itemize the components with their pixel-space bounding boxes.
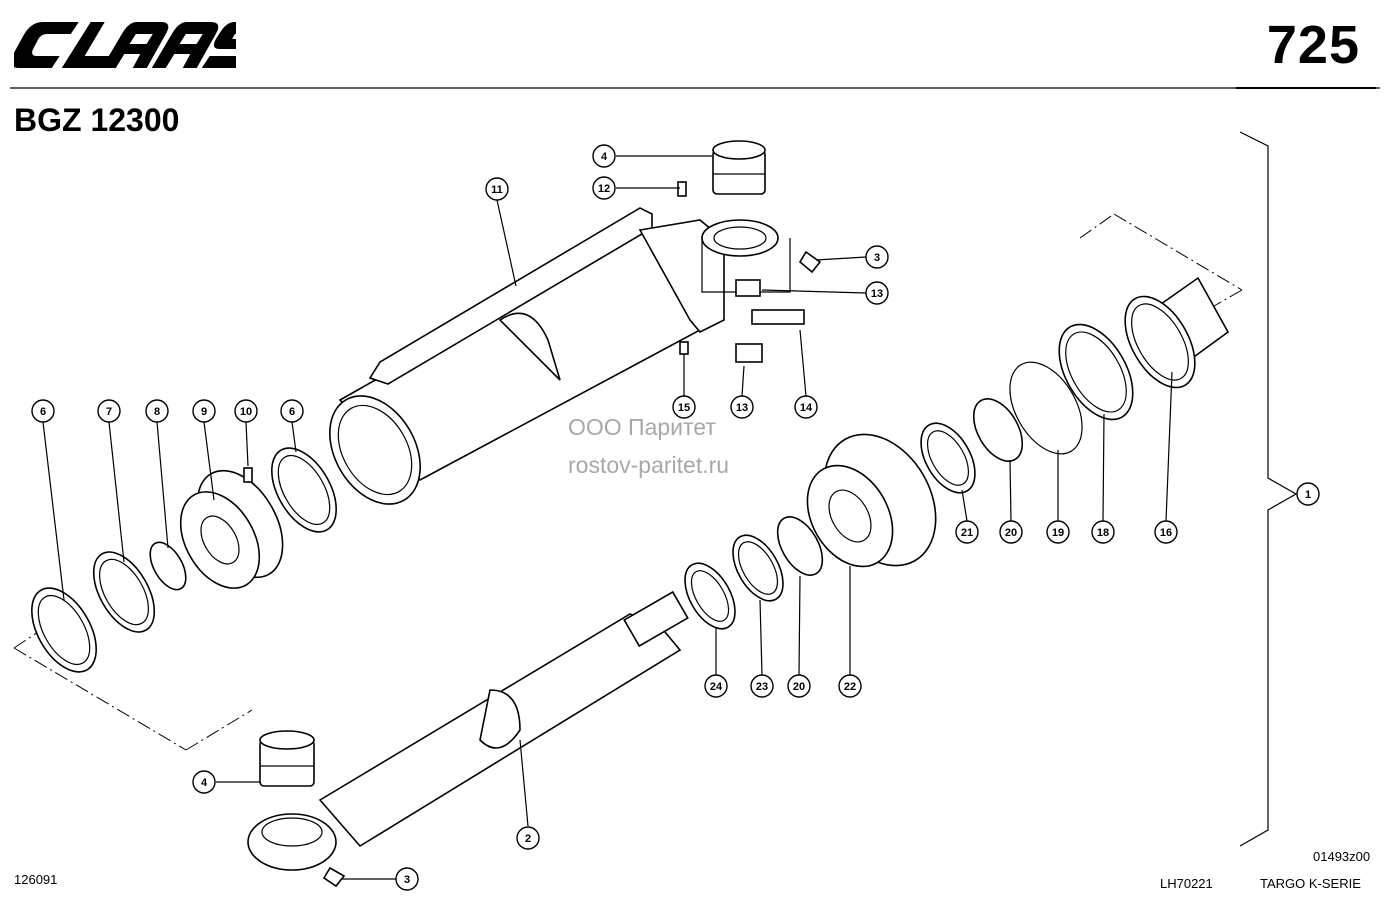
seal-ring-6-left — [31, 587, 97, 673]
callout-22: 22 — [838, 674, 862, 698]
footer-figure-code: 01493z00 — [1313, 849, 1371, 864]
svg-text:3: 3 — [404, 874, 410, 886]
guide-line-left — [13, 631, 253, 751]
callout-3-bottom: 3 — [395, 867, 419, 891]
guide-line-right — [1079, 213, 1243, 307]
ring-21 — [920, 422, 976, 494]
svg-text:13: 13 — [871, 288, 883, 300]
callout-8: 8 — [145, 399, 169, 423]
svg-text:6: 6 — [289, 406, 295, 418]
callout-3-top: 3 — [865, 245, 889, 269]
svg-text:2: 2 — [525, 833, 531, 845]
page-number: 725 — [1266, 15, 1360, 75]
leader-lines — [42, 155, 1173, 880]
grease-fitting — [677, 181, 687, 197]
o-ring-8 — [149, 541, 187, 591]
watermark-website: rostov-paritet.ru — [568, 452, 730, 478]
ring-20-lower — [776, 516, 824, 576]
piston-rod — [247, 590, 689, 871]
callout-23: 23 — [750, 674, 774, 698]
svg-text:6: 6 — [40, 406, 46, 418]
callout-10: 10 — [234, 399, 258, 423]
svg-text:20: 20 — [793, 681, 805, 693]
callout-13-right: 13 — [865, 281, 889, 305]
fittings — [679, 250, 822, 363]
svg-text:4: 4 — [201, 777, 208, 789]
svg-text:13: 13 — [736, 402, 748, 414]
callout-20-lower: 20 — [787, 674, 811, 698]
svg-text:3: 3 — [874, 252, 880, 264]
bushing-bottom — [259, 730, 315, 787]
svg-text:14: 14 — [800, 402, 813, 414]
callout-21: 21 — [955, 520, 979, 544]
callout-9: 9 — [192, 399, 216, 423]
callout-11: 11 — [485, 177, 509, 201]
callout-4-bottom: 4 — [192, 770, 216, 794]
svg-text:10: 10 — [240, 406, 252, 418]
svg-text:12: 12 — [598, 183, 610, 195]
watermark-company: ООО Паритет — [568, 414, 716, 440]
svg-text:4: 4 — [601, 151, 608, 163]
cylinder-barrel — [329, 207, 721, 505]
svg-text:24: 24 — [710, 681, 723, 693]
callout-12: 12 — [592, 176, 616, 200]
callout-13-lower: 13 — [730, 395, 754, 419]
footer-left-code: 126091 — [14, 872, 58, 887]
model-title: BGZ 12300 — [14, 102, 180, 138]
callout-4-top: 4 — [592, 144, 616, 168]
svg-text:23: 23 — [756, 681, 768, 693]
callout-14: 14 — [794, 395, 818, 419]
svg-text:22: 22 — [844, 681, 856, 693]
callout-24: 24 — [704, 674, 728, 698]
ring-20-upper — [972, 398, 1024, 462]
svg-text:11: 11 — [491, 184, 503, 196]
callout-1: 1 — [1296, 482, 1320, 506]
footer-series: TARGO K-SERIE — [1260, 876, 1361, 891]
svg-text:19: 19 — [1052, 527, 1064, 539]
svg-text:21: 21 — [961, 527, 973, 539]
ring-23 — [732, 534, 784, 602]
svg-text:7: 7 — [106, 406, 112, 418]
svg-text:18: 18 — [1097, 527, 1109, 539]
svg-text:1: 1 — [1305, 489, 1311, 501]
callout-15: 15 — [672, 395, 696, 419]
svg-text:16: 16 — [1160, 527, 1172, 539]
svg-text:20: 20 — [1005, 527, 1017, 539]
bushing-top — [712, 140, 766, 195]
wiper-ring-24 — [684, 562, 736, 630]
seal-ring-6-right — [271, 447, 337, 533]
bolt-bottom — [322, 866, 346, 888]
cylinder-head-block — [638, 219, 791, 333]
svg-text:15: 15 — [678, 402, 690, 414]
gland-nut-22 — [806, 433, 937, 568]
callout-16: 16 — [1154, 520, 1178, 544]
assembly-bracket — [1239, 131, 1298, 847]
callout-19: 19 — [1046, 520, 1070, 544]
claas-logo — [14, 18, 236, 72]
svg-text:8: 8 — [154, 406, 160, 418]
ring-18 — [1058, 323, 1134, 421]
callout-2: 2 — [516, 826, 540, 850]
guide-ring-7 — [92, 551, 156, 633]
callout-7: 7 — [97, 399, 121, 423]
callout-20-upper: 20 — [999, 520, 1023, 544]
sleeve-16 — [1124, 276, 1230, 389]
callout-6-left: 6 — [31, 399, 55, 423]
callout-6-right: 6 — [280, 399, 304, 423]
svg-text:9: 9 — [201, 406, 207, 418]
footer-drawing-code: LH70221 — [1160, 876, 1213, 891]
callout-18: 18 — [1091, 520, 1115, 544]
piston-9 — [179, 469, 284, 589]
set-screw-10 — [243, 467, 253, 483]
o-ring-19 — [1009, 361, 1083, 455]
